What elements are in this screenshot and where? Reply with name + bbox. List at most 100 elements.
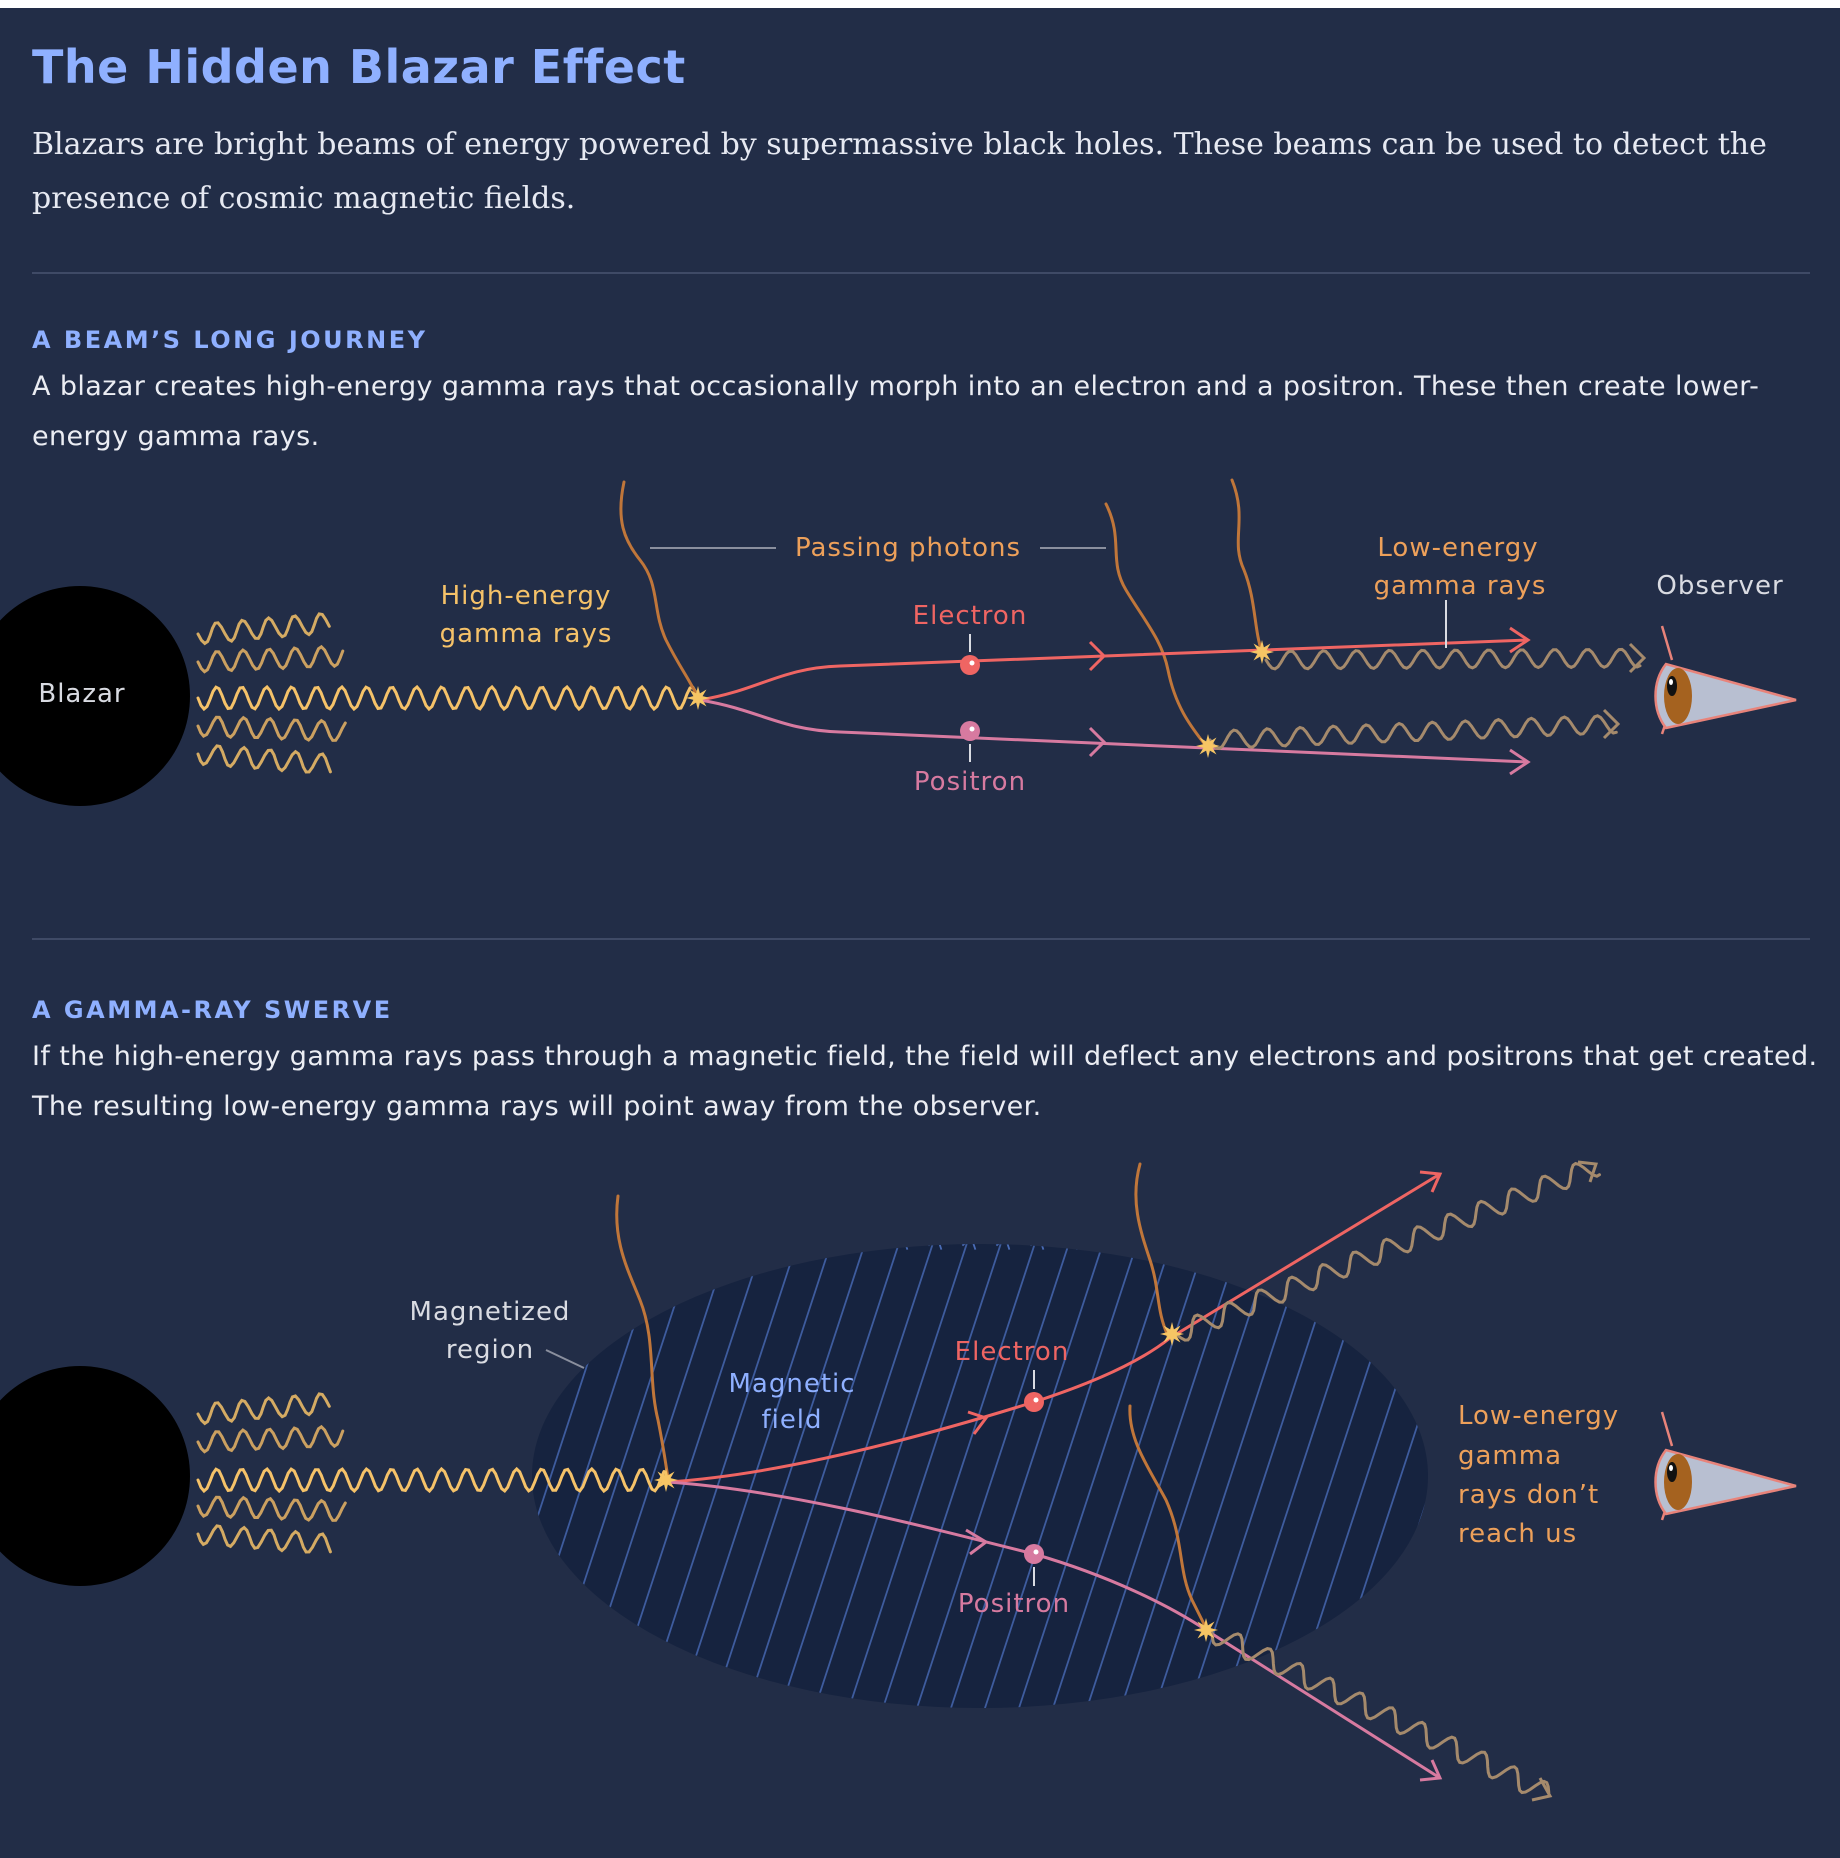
field-line <box>831 1244 1003 1708</box>
field-arrow-icon <box>689 1244 705 1250</box>
intro-text: Blazars are bright beams of energy power… <box>32 127 1767 216</box>
electron-arrow <box>1088 640 1107 672</box>
low-energy-gamma-ray-2 <box>1208 714 1618 751</box>
low-energy-arrow-1 <box>1628 642 1647 674</box>
field-line <box>1171 1244 1343 1708</box>
field-arrow-icon <box>553 1244 569 1250</box>
gamma-ray-wave <box>196 1424 345 1454</box>
observer-label: Observer <box>1656 571 1783 601</box>
field-arrow-icon <box>1063 1244 1079 1250</box>
field-arrow-icon <box>532 1244 535 1250</box>
deflected-arrow-1 <box>1577 1160 1599 1183</box>
diagram-beam-journey: Blazar High-e <box>0 478 1797 806</box>
passing-photon-2 <box>1104 502 1208 748</box>
field-arrow-icon <box>1335 1244 1351 1250</box>
passing-photon-2 <box>1134 1162 1170 1338</box>
field-line <box>1035 1244 1207 1708</box>
field-arrow-icon <box>1233 1244 1249 1250</box>
spark-star-icon <box>654 1468 678 1492</box>
field-arrow-icon <box>927 1244 943 1250</box>
electron-arrow <box>967 1410 989 1435</box>
deflected-gamma-ray-1 <box>1174 1161 1601 1342</box>
electron-label: Electron <box>955 1337 1070 1367</box>
miss-label-2: gamma <box>1458 1441 1562 1471</box>
spark-star-icon <box>1160 1322 1184 1346</box>
gamma-ray-wave <box>196 715 347 742</box>
positron-arrow <box>1088 726 1107 758</box>
field-line <box>1137 1244 1309 1708</box>
field-arrow-icon <box>1097 1244 1113 1250</box>
field-arrow-icon <box>757 1244 773 1250</box>
gamma-ray-wave <box>196 744 332 774</box>
field-arrow-icon <box>723 1244 739 1250</box>
section2-heading: A GAMMA-RAY SWERVE <box>32 996 393 1024</box>
electron-arrow-tip <box>1509 626 1531 654</box>
observer-eye-icon <box>1654 1411 1797 1521</box>
field-line <box>967 1244 1139 1708</box>
passing-photon-1 <box>615 1194 670 1480</box>
positron-arrow-tip <box>1509 748 1531 776</box>
field-arrow-icon <box>961 1244 977 1250</box>
miss-label-3: rays don’t <box>1458 1480 1599 1510</box>
positron-highlight <box>1033 1549 1039 1555</box>
passing-photon-3 <box>1128 1404 1210 1634</box>
field-line <box>1069 1244 1241 1708</box>
positron-arrow <box>965 1528 989 1556</box>
field-arrow-icon <box>1165 1244 1181 1250</box>
field-arrow-icon <box>859 1244 875 1250</box>
spark-star-icon <box>686 686 710 710</box>
field-arrow-icon <box>486 1238 499 1250</box>
field-arrow-icon <box>1267 1244 1283 1250</box>
blazar-label: Blazar <box>38 679 125 709</box>
spark-star-icon <box>1196 734 1220 758</box>
passing-photon-3 <box>1230 478 1264 654</box>
high-energy-gamma-ray <box>196 1466 666 1494</box>
top-border <box>0 0 1840 8</box>
gamma-ray-wave <box>196 612 331 646</box>
gamma-ray-wave <box>196 1392 331 1426</box>
magnetized-label-2: region <box>446 1335 534 1365</box>
blazar-disc <box>0 586 190 806</box>
gamma-ray-bundle <box>196 612 347 774</box>
section2-body: If the high-energy gamma rays pass throu… <box>32 1041 1818 1122</box>
electron-arrow-tip <box>1419 1170 1443 1193</box>
electron-highlight <box>1033 1397 1039 1403</box>
magnetic-field-label-2: field <box>761 1405 822 1435</box>
field-arrow-icon <box>655 1244 671 1250</box>
spark-star-icon <box>1250 640 1274 664</box>
field-line <box>797 1244 969 1708</box>
field-line <box>899 1244 1071 1708</box>
passing-photons-label: Passing photons <box>795 533 1021 563</box>
miss-label-1: Low-energy <box>1458 1401 1619 1431</box>
field-line <box>865 1244 1037 1708</box>
gamma-ray-bundle <box>196 1392 347 1554</box>
electron-label: Electron <box>913 601 1028 631</box>
positron-particle <box>1024 1544 1044 1564</box>
low-energy-label: Low-energy <box>1377 533 1538 563</box>
divider-middle <box>32 938 1810 940</box>
section1-body: A blazar creates high-energy gamma rays … <box>32 371 1760 452</box>
magnetized-label: Magnetized <box>410 1297 571 1327</box>
positron-particle <box>960 721 980 741</box>
gamma-ray-wave <box>196 1524 332 1554</box>
positron-path <box>667 1480 1441 1780</box>
page-title: The Hidden Blazar Effect <box>32 40 686 94</box>
high-energy-gamma-ray <box>196 684 698 712</box>
field-line <box>933 1244 1105 1708</box>
spark-star-icon <box>1194 1618 1218 1642</box>
field-arrow-icon <box>791 1244 807 1250</box>
electron-path <box>699 638 1529 702</box>
field-line <box>763 1244 935 1708</box>
low-energy-arrow-2 <box>1602 708 1621 740</box>
electron-path <box>667 1172 1441 1484</box>
high-energy-label-2: gamma rays <box>440 619 613 649</box>
field-arrow-icon <box>1301 1244 1317 1250</box>
magnetized-region <box>532 1244 1428 1708</box>
field-arrow-icon <box>621 1244 637 1250</box>
field-arrow-icon <box>825 1244 841 1250</box>
deflected-arrow-2 <box>1531 1777 1553 1802</box>
field-line <box>1001 1244 1173 1708</box>
electron-highlight <box>969 660 975 666</box>
diagram-gamma-swerve: Magnetized region Magnetic field Electro… <box>0 1160 1797 1802</box>
high-energy-label: High-energy <box>441 581 612 611</box>
